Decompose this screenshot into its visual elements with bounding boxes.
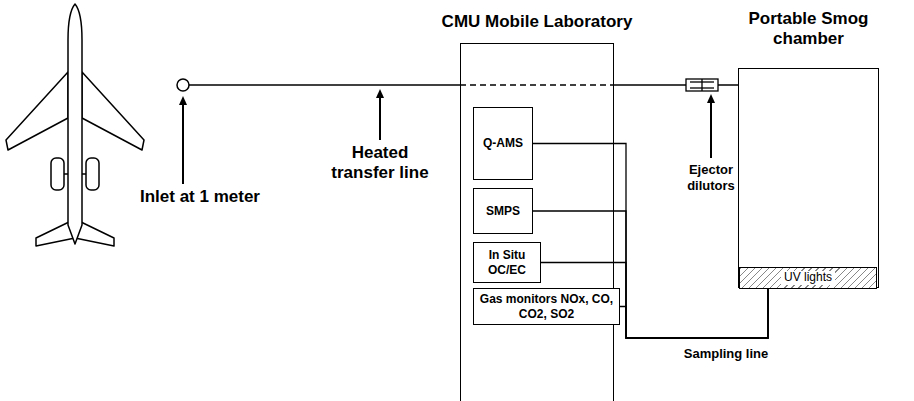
pointer-arrows [183, 93, 711, 184]
instrument-label: Q-AMS [483, 136, 523, 150]
instrument-label: SMPS [486, 204, 520, 218]
airplane [6, 4, 144, 246]
callout-label: Heated transfer line [322, 143, 438, 184]
instrument-label: In Situ OC/EC [474, 248, 540, 277]
inlet-circle [177, 79, 189, 91]
uv-lights-band: UV lights [739, 267, 877, 289]
callout-label: Inlet at 1 meter [105, 187, 295, 207]
ejector-dilutor [686, 79, 718, 91]
band-label: UV lights [781, 271, 835, 284]
transfer-line [189, 84, 738, 86]
instrument-box: Gas monitors NOx, CO, CO2, SO2 [473, 288, 620, 325]
smog-chamber: Portable Smog chamberUV lights [738, 68, 879, 288]
mobile-lab: CMU Mobile LaboratoryQ-AMSSMPSIn Situ OC… [460, 43, 614, 401]
callout-label: Sampling line [676, 346, 776, 362]
instrument-box: SMPS [473, 188, 533, 234]
instrument-box: Q-AMS [473, 107, 533, 180]
heading: Portable Smog chamber [747, 9, 871, 50]
callout-label: Ejector dilutors [678, 162, 744, 193]
instrument-label: Gas monitors NOx, CO, CO2, SO2 [474, 292, 619, 321]
instrument-box: In Situ OC/EC [473, 242, 541, 283]
sampling-connector [620, 288, 768, 338]
heading: CMU Mobile Laboratory [442, 12, 633, 32]
